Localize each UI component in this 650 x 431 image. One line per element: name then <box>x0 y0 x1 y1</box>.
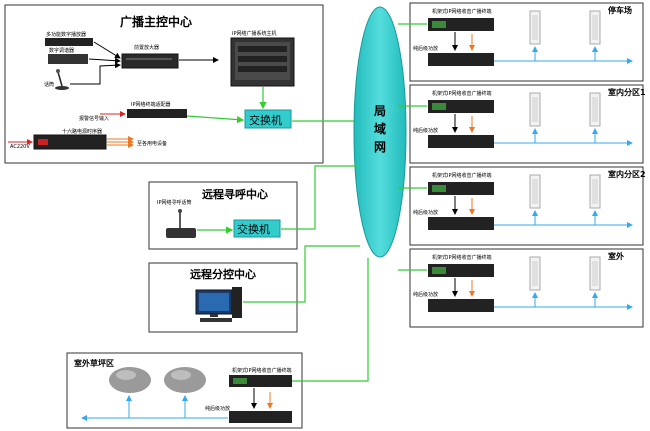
lan-label-3: 网 <box>374 140 386 154</box>
microphone-icon <box>55 69 69 90</box>
lawn-decoder-label: 机架式IP网络收音广播终端 <box>232 367 292 374</box>
paging-switch-label: 交换机 <box>237 222 270 236</box>
column-speaker-icon <box>589 10 601 45</box>
preamp-label: 前置放大器 <box>134 44 159 51</box>
remote-paging-center: 远程寻呼中心 IP网络寻呼话筒 交换机 <box>148 181 298 250</box>
column-speaker-icon <box>589 256 601 291</box>
paging-mic-label: IP网络寻呼话筒 <box>157 199 192 206</box>
zone-decoder-label: 机架式IP网络收音广播终端 <box>432 172 492 179</box>
tuner-label: 数字调谐器 <box>49 47 74 54</box>
alarm-input-label: 报警信号输入 <box>79 115 109 122</box>
lawn-zone: 室外草坪区 机架式IP网络收音广播终端 纯后级功放 <box>66 352 303 429</box>
column-speaker-icon <box>589 174 601 209</box>
mic-label: 话筒 <box>44 81 54 88</box>
remote-sub-center: 远程分控中心 <box>148 262 298 333</box>
power-in-label: AC220V <box>10 144 30 150</box>
main-switch-label: 交换机 <box>249 113 282 127</box>
decoder-display <box>432 267 446 274</box>
column-speaker-icon <box>529 92 541 127</box>
power-out-label: 至各用电设备 <box>137 140 167 147</box>
main-switch <box>244 109 292 129</box>
main-control-center: 广播主控中心 多功能数字播放器 数字调谐器 话筒 前置放大器 IP网络广播系统主… <box>4 4 324 164</box>
zone-title: 室内分区2 <box>608 169 646 179</box>
zone-amp-device <box>428 217 494 230</box>
power-seq-label: 十六路电源时序器 <box>62 128 102 135</box>
lan-label-1: 局 <box>374 104 386 118</box>
zone-amp-label: 纯后级功放 <box>413 127 438 134</box>
zone-decoder-label: 机架式IP网络收音广播终端 <box>432 90 492 97</box>
zone-title: 停车场 <box>608 5 632 15</box>
paging-microphone-icon <box>166 209 196 238</box>
lan-ellipse <box>353 6 407 258</box>
paging-lan-link <box>281 165 357 230</box>
preamp-device <box>121 53 179 69</box>
zone-box <box>409 248 644 328</box>
lawn-lan-link <box>292 258 369 382</box>
zone-box <box>409 166 644 246</box>
decoder-display <box>432 21 446 28</box>
sub-lan-link <box>243 245 360 303</box>
computer-icon <box>195 287 242 322</box>
paging-switch <box>233 219 281 238</box>
lawn-amp-device <box>229 411 292 423</box>
zone-amp-device <box>428 53 494 66</box>
lan-label-2: 域 <box>374 121 386 136</box>
rock-speaker-icon <box>109 367 151 393</box>
power-sequencer-device <box>33 134 107 150</box>
zone-amp-device <box>428 299 494 312</box>
column-speaker-icon <box>529 174 541 209</box>
adapter-device <box>127 109 187 118</box>
lawn-title: 室外草坪区 <box>74 358 114 368</box>
zone-amp-device <box>428 135 494 148</box>
lawn-amp-label: 纯后级功放 <box>205 405 230 412</box>
decoder-display <box>432 185 446 192</box>
remote-paging-title: 远程寻呼中心 <box>202 187 268 201</box>
decoder-display <box>432 103 446 110</box>
main-center-title: 广播主控中心 <box>120 14 192 29</box>
zones-group: 停车场机架式IP网络收音广播终端纯后级功放室内分区1机架式IP网络收音广播终端纯… <box>398 2 646 328</box>
zone-box <box>409 84 644 164</box>
zone-amp-label: 纯后级功放 <box>413 209 438 216</box>
zone-title: 室内分区1 <box>608 87 646 97</box>
zone-box <box>409 2 644 82</box>
column-speaker-icon <box>529 256 541 291</box>
mp3-player-label: 多功能数字播放器 <box>46 31 86 38</box>
rock-speaker-icon <box>164 367 206 393</box>
remote-sub-title: 远程分控中心 <box>190 267 256 281</box>
column-speaker-icon <box>529 10 541 45</box>
tuner-device <box>48 54 88 64</box>
adapter-label: IP网络终端适配器 <box>131 101 171 108</box>
zone-decoder-label: 机架式IP网络收音广播终端 <box>432 8 492 15</box>
zone-amp-label: 纯后级功放 <box>413 45 438 52</box>
mp3-player-device <box>45 38 93 46</box>
zone-decoder-label: 机架式IP网络收音广播终端 <box>432 254 492 261</box>
column-speaker-icon <box>589 92 601 127</box>
zone-title: 室外 <box>608 251 624 261</box>
host-label: IP网络广播系统主机 <box>232 30 277 37</box>
zone-amp-label: 纯后级功放 <box>413 291 438 298</box>
